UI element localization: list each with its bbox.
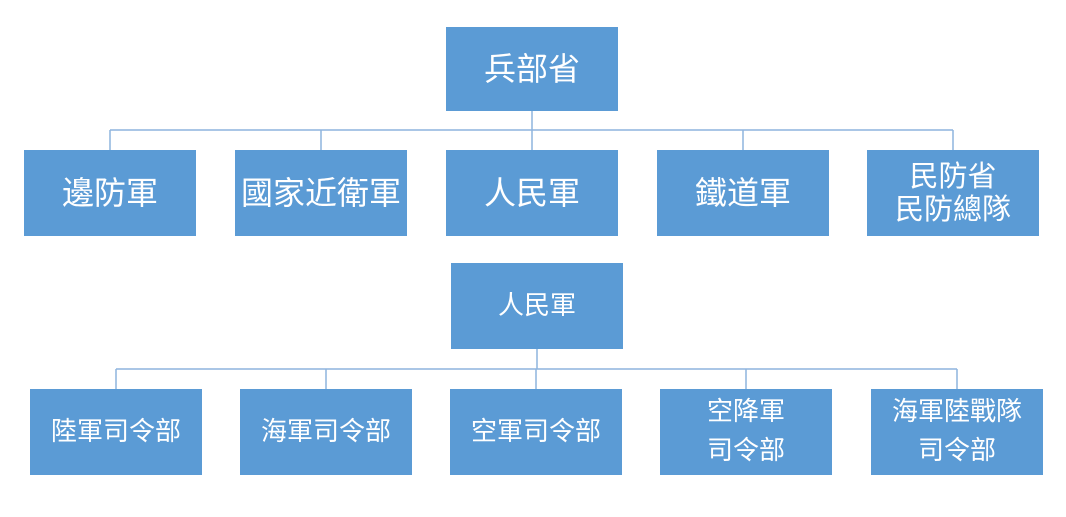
node-label-line-2: 司令部 xyxy=(706,436,785,466)
node-label: 人民軍 xyxy=(497,290,576,321)
node-label-line-1: 海軍陸戰隊 xyxy=(891,397,1022,427)
node-label-line-1: 民防省 xyxy=(909,158,997,193)
node-label: 國家近衛軍 xyxy=(240,173,401,212)
node-army-command: 陸軍司令部 xyxy=(30,389,202,475)
node-label: 邊防軍 xyxy=(61,173,158,212)
node-label-line-2: 民防總隊 xyxy=(894,192,1011,226)
node-label-line-1: 空降軍 xyxy=(706,397,785,427)
node-border-army: 邊防軍 xyxy=(24,150,196,236)
node-label-line-2: 司令部 xyxy=(917,436,996,466)
node-label: 人民軍 xyxy=(483,173,580,212)
node-ministry-of-war: 兵部省 xyxy=(446,27,618,111)
node-peoples-army: 人民軍 xyxy=(446,150,618,236)
node-air-force-command: 空軍司令部 xyxy=(450,389,622,475)
node-label: 兵部省 xyxy=(483,49,580,88)
node-marine-corps-command: 海軍陸戰隊 司令部 xyxy=(871,389,1043,475)
node-railway-army: 鐵道軍 xyxy=(657,150,829,236)
node-label: 海軍司令部 xyxy=(260,416,391,447)
node-label: 鐵道軍 xyxy=(694,173,791,212)
node-peoples-army-root: 人民軍 xyxy=(451,263,623,349)
node-navy-command: 海軍司令部 xyxy=(240,389,412,475)
node-civil-defense: 民防省 民防總隊 xyxy=(867,150,1039,236)
node-label: 空軍司令部 xyxy=(470,416,601,447)
node-label: 陸軍司令部 xyxy=(50,416,181,447)
node-national-guard: 國家近衛軍 xyxy=(235,150,407,236)
node-airborne-command: 空降軍 司令部 xyxy=(660,389,832,475)
